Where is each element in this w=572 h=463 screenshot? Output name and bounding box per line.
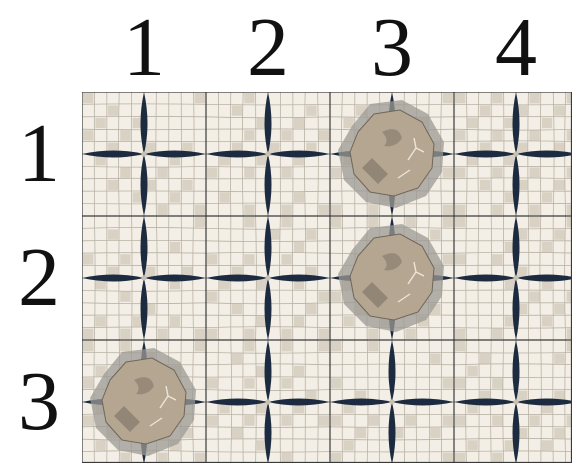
game-board [82,92,572,463]
column-label-3: 3 [330,6,454,90]
column-label-4: 4 [454,6,572,90]
board-cell-r3-c3[interactable] [330,340,454,463]
board-cell-r3-c4[interactable] [454,340,572,463]
column-label-2: 2 [206,6,330,90]
board-cell-r1-c2[interactable] [206,92,330,216]
row-label-2: 2 [0,236,78,320]
board-cell-r2-c4[interactable] [454,216,572,340]
row-label-1: 1 [0,112,78,196]
board-cell-r2-c2[interactable] [206,216,330,340]
row-label-3: 3 [0,360,78,444]
board-cell-r2-c1[interactable] [82,216,206,340]
column-label-1: 1 [82,6,206,90]
board-cell-r1-c4[interactable] [454,92,572,216]
board-cell-r3-c2[interactable] [206,340,330,463]
board-grid [82,92,572,463]
board-cell-r1-c1[interactable] [82,92,206,216]
